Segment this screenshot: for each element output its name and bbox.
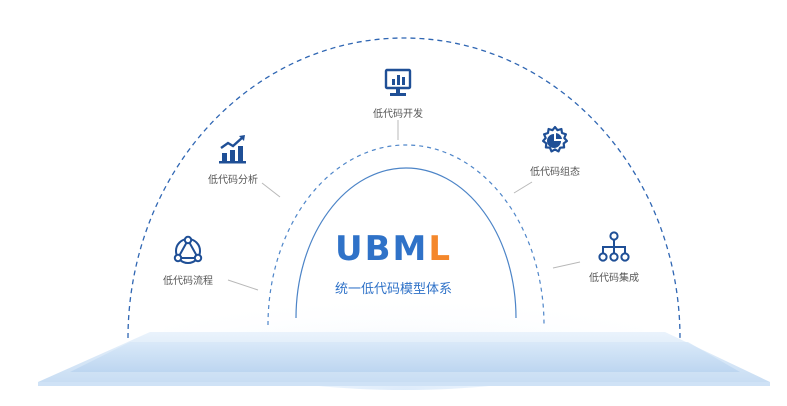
bar-chart-trend-icon [219,135,246,164]
node-integrate[interactable]: 低代码集成 [589,230,639,284]
inner-solid-arc [295,167,517,319]
ubml-logo: UBML [335,232,452,266]
flow-network-icon [173,235,203,264]
logo-u: U [334,229,365,269]
node-develop-label: 低代码开发 [373,109,423,120]
platform-inner [70,342,740,372]
node-state[interactable]: 低代码组态 [530,124,580,178]
connector-state [513,181,533,194]
node-state-label: 低代码组态 [530,167,580,178]
middle-dashed-arc [267,144,545,326]
node-develop[interactable]: 低代码开发 [373,66,423,120]
gear-pie-icon [542,125,568,153]
logo-letters: BM [364,229,429,269]
center-subtitle: 统一低代码模型体系 [334,282,452,297]
monitor-chart-icon [384,68,412,96]
node-integrate-label: 低代码集成 [589,273,639,284]
platform-edge [38,382,770,386]
logo-accent-letter: L [428,229,453,269]
connector-analysis [261,182,281,198]
connector-integrate [552,261,581,269]
connector-flow [227,279,259,291]
node-analysis[interactable]: 低代码分析 [208,132,258,186]
hierarchy-icon [598,231,630,262]
center-block: UBML 统一低代码模型体系 [335,232,452,297]
node-flow[interactable]: 低代码流程 [163,233,213,287]
node-analysis-label: 低代码分析 [208,175,258,186]
outer-dashed-arc [127,37,681,339]
node-flow-label: 低代码流程 [163,276,213,287]
